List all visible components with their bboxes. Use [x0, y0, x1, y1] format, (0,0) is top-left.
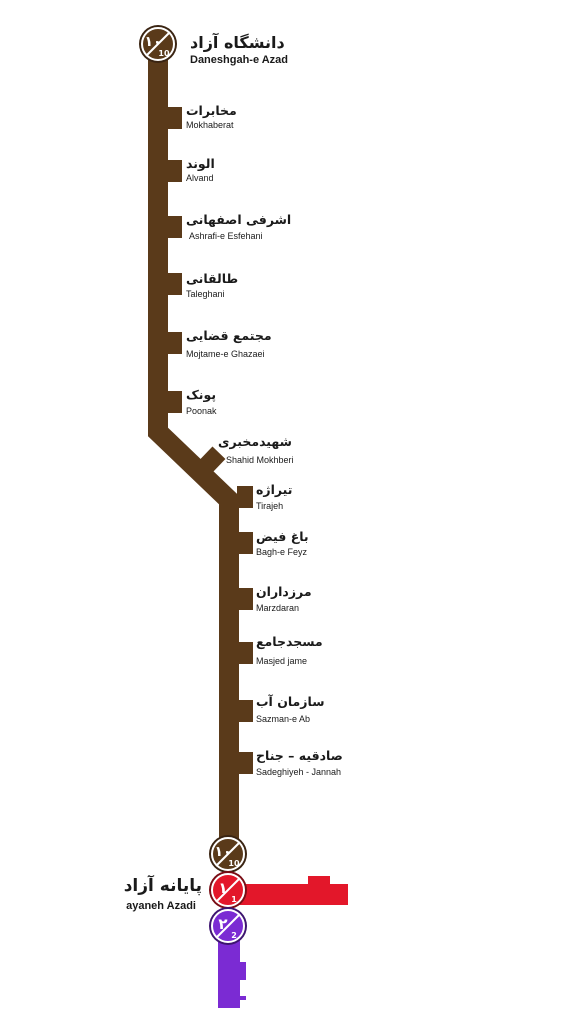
badge-l1-sub: 1 [231, 895, 237, 904]
line-10-badge-bottom: ۱۰ 10 [209, 835, 247, 873]
station-name-en: Shahid Mokhberi [226, 455, 294, 465]
tick-mojtame [166, 332, 182, 354]
tick-tirajeh [237, 486, 253, 508]
station-name-fa: الوند [186, 156, 215, 171]
station-name-fa: اشرفی اصفهانی [186, 212, 291, 227]
tick-masjed [237, 642, 253, 664]
station-name-fa: باغ فیض [256, 529, 309, 544]
station-name-en: Sazman-e Ab [256, 714, 310, 724]
station-name-en: Tirajeh [256, 501, 283, 511]
station-name-en: Mokhaberat [186, 120, 234, 130]
station-name-en: Taleghani [186, 289, 225, 299]
tick-mokhberi [198, 446, 226, 474]
tick-sadeghiyeh [237, 752, 253, 774]
station-name-en: Sadeghiyeh - Jannah [256, 767, 341, 777]
station-name-fa: مجتمع قضایی [186, 328, 272, 343]
station-name-en: Alvand [186, 173, 214, 183]
line-1-badge: ۱ 1 [209, 871, 247, 909]
station-name-fa: صادقیه – جناح [256, 748, 343, 763]
tick-sazman [237, 700, 253, 722]
line-10-track [148, 44, 239, 852]
station-name-fa: شهیدمخبری [218, 434, 292, 449]
station-name-fa: مرزداران [256, 584, 312, 599]
badge-l2-main: ۲ [218, 915, 227, 933]
station-name-fa: مسجدجامع [256, 634, 323, 649]
badge-l1-main: ۱ [218, 879, 227, 897]
station-name-en: Ashrafi-e Esfehani [189, 231, 263, 241]
station-name-fa: پونک [186, 387, 216, 402]
station-name-en: Mojtame-e Ghazaei [186, 349, 265, 359]
station-ticks [166, 107, 253, 774]
station-name-en: Marzdaran [256, 603, 299, 613]
tick-poonak [166, 391, 182, 413]
line-10-badge-top: ۱۰ 10 [139, 25, 177, 63]
line-1-track [236, 876, 348, 905]
station-name-fa: طالقانی [186, 271, 238, 286]
tick-taleghani [166, 273, 182, 295]
station-name-fa: سازمان آب [256, 694, 324, 709]
station-name-fa: مخابرات [186, 103, 237, 118]
badge-top-main: ۱۰ [144, 34, 161, 50]
tick-marzdaran [237, 588, 253, 610]
station-name-en: Poonak [186, 406, 217, 416]
terminal-bottom-name-en: ayaneh Azadi [126, 900, 196, 912]
line-2-track [218, 936, 246, 1008]
badge-b10-main: ۱۰ [214, 844, 231, 860]
tick-alvand [166, 160, 182, 182]
tick-mokhaberat [166, 107, 182, 129]
terminal-top-name-fa: دانشگاه آزاد [190, 32, 285, 52]
tick-baghfeyz [237, 532, 253, 554]
station-name-en: Bagh-e Feyz [256, 547, 308, 557]
station-name-fa: تیراژه [256, 482, 292, 497]
station-labels: مخابرات Mokhaberat الوند Alvand اشرفی اص… [186, 103, 343, 777]
tick-ashrafi [166, 216, 182, 238]
badge-top-sub: 10 [158, 49, 170, 58]
badge-b10-sub: 10 [228, 859, 240, 868]
station-name-en: Masjed jame [256, 656, 307, 666]
terminal-top-name-en: Daneshgah-e Azad [190, 54, 288, 66]
line-2-badge: ۲ 2 [209, 907, 247, 945]
terminal-bottom-name-fa: پایانه آزاد [124, 874, 202, 896]
badge-l2-sub: 2 [231, 931, 237, 940]
